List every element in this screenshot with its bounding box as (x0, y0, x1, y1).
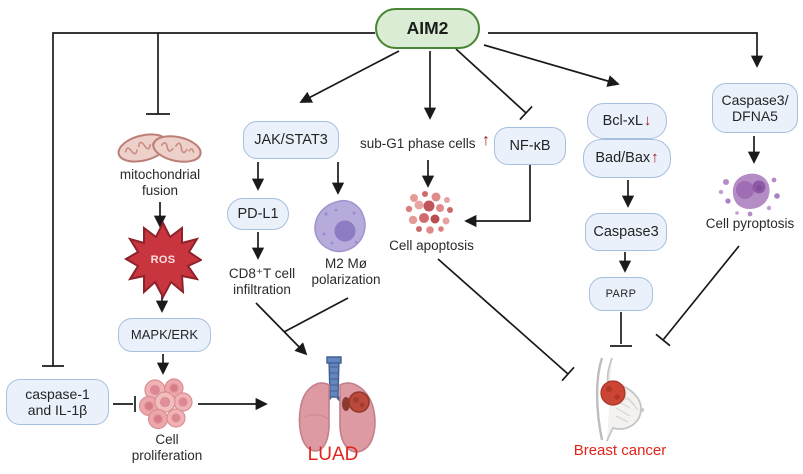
sub-g1-up-arrow-indicator: ↑ (482, 132, 490, 149)
arrow-aim2-to-caspase3dfna5 (488, 32, 764, 68)
node-caspase3-dfna5-line1: Caspase3/ (721, 91, 789, 108)
label-mitochondrial-fusion: mitochondrial fusion (119, 167, 201, 199)
label-cd8-t-infiltration: CD8⁺T cell infiltration (228, 266, 296, 298)
label-sub-g1: sub-G1 phase cells (360, 136, 476, 151)
inhibit-bar-apoptosis-breast (561, 366, 575, 382)
node-mapk-erk: MAPK/ERK (118, 318, 211, 352)
line-m2-to-join (283, 297, 349, 333)
label-m2-polarization: M2 Mø polarization (311, 256, 381, 288)
arrow-cd8-to-luad (255, 302, 308, 356)
ros-star-shape (124, 221, 202, 299)
ros-starburst: ROS (124, 221, 202, 299)
arrow-aim2-to-jakstat3 (299, 50, 400, 103)
label-cell-apoptosis: Cell apoptosis (389, 238, 474, 253)
node-pd-l1-label: PD-L1 (237, 205, 279, 222)
node-parp-label: PARP (605, 287, 637, 300)
up-arrow-indicator: ↑ (651, 149, 659, 166)
cell-pyroptosis-illustration (718, 173, 780, 217)
node-nf-kb-label: NF-κB (509, 137, 551, 154)
label-cell-proliferation: Cell proliferation (131, 432, 203, 464)
inhibit-aim2-to-nfkb (455, 48, 527, 114)
mitochondria-illustration (117, 133, 202, 163)
ros-label: ROS (150, 254, 176, 266)
node-caspase3-dfna5-line2: DFNA5 (732, 108, 778, 124)
m2-macrophage-illustration (314, 199, 366, 253)
node-bad-bax: Bad/Bax↑ (583, 139, 671, 178)
node-caspase3: Caspase3 (585, 213, 667, 251)
arrow-aim2-to-bclxl (483, 44, 620, 87)
lungs-illustration (298, 356, 376, 453)
node-parp: PARP (589, 277, 653, 311)
inhibit-aim2-to-caspase1 (52, 32, 375, 366)
inhibit-bar-pyroptosis-breast (655, 333, 671, 347)
cell-proliferation-illustration (138, 378, 193, 430)
breast-illustration (595, 357, 645, 442)
node-aim2: AIM2 (375, 8, 480, 49)
outcome-breast-cancer: Breast cancer (573, 442, 667, 459)
outcome-luad: LUAD (307, 444, 359, 465)
inhibit-pyroptosis-to-breast (662, 245, 740, 341)
node-bad-bax-label: Bad/Bax (595, 150, 651, 167)
node-caspase1-il1b-label: caspase-1 and IL-1β (25, 385, 90, 418)
node-bcl-xl: Bcl-xL↓ (587, 103, 667, 139)
node-jak-stat3-label: JAK/STAT3 (254, 131, 328, 148)
node-pd-l1: PD-L1 (227, 198, 289, 230)
node-nf-kb: NF-κB (494, 127, 566, 165)
label-cell-pyroptosis: Cell pyroptosis (705, 216, 795, 231)
node-jak-stat3: JAK/STAT3 (243, 121, 339, 159)
node-bcl-xl-label: Bcl-xL (602, 112, 643, 129)
node-caspase3-dfna5: Caspase3/ DFNA5 (712, 83, 798, 133)
arrow-nfkb-to-apoptosis (464, 165, 531, 228)
down-arrow-indicator: ↓ (643, 111, 652, 129)
node-caspase1-il1b: caspase-1 and IL-1β (6, 379, 109, 425)
node-mapk-erk-label: MAPK/ERK (130, 326, 199, 342)
node-caspase3-label: Caspase3 (593, 223, 659, 240)
inhibit-bar-nfkb (519, 105, 533, 121)
cell-apoptosis-illustration (405, 191, 453, 234)
inhibit-apoptosis-to-breast (437, 258, 569, 375)
